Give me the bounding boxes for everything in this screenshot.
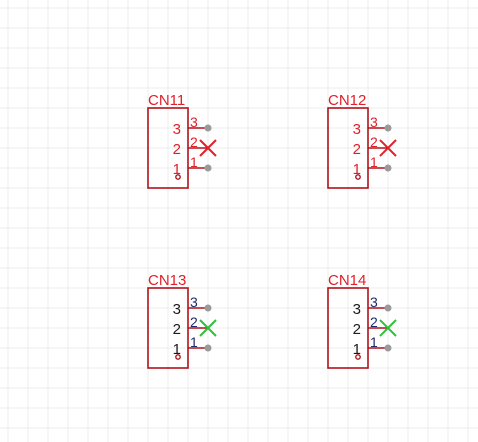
- component-ref-label: CN14: [328, 272, 366, 289]
- pin-name-3: 3: [173, 121, 181, 138]
- pin-name-3: 3: [173, 301, 181, 318]
- pin-number-1: 1: [370, 154, 378, 170]
- pin-name-1: 1: [173, 161, 181, 178]
- component-ref-label: CN11: [148, 92, 185, 109]
- pin-number-2: 2: [370, 134, 378, 150]
- pin1-marker-icon: [355, 354, 361, 360]
- pin-end-dot-icon[interactable]: [204, 304, 212, 312]
- pin-number-1: 1: [190, 334, 198, 350]
- pin-name-1: 1: [353, 161, 361, 178]
- pin-name-2: 2: [353, 141, 361, 158]
- pin-name-2: 2: [173, 321, 181, 338]
- pin-number-3: 3: [370, 294, 378, 310]
- pin-number-2: 2: [370, 314, 378, 330]
- pin-number-2: 2: [190, 314, 198, 330]
- component-ref-label: CN12: [328, 92, 366, 109]
- pin-name-2: 2: [173, 141, 181, 158]
- pin1-marker-icon: [175, 174, 181, 180]
- component-ref-label: CN13: [148, 272, 186, 289]
- pin1-marker-icon: [175, 354, 181, 360]
- pin-number-2: 2: [190, 134, 198, 150]
- pin-number-1: 1: [190, 154, 198, 170]
- pin1-marker-icon: [355, 174, 361, 180]
- pin-end-dot-icon[interactable]: [384, 304, 392, 312]
- no-connect-icon: [379, 319, 397, 337]
- pin-number-3: 3: [190, 114, 198, 130]
- no-connect-icon: [199, 319, 217, 337]
- pin-end-dot-icon[interactable]: [204, 164, 212, 172]
- pin-number-1: 1: [370, 334, 378, 350]
- pin-end-dot-icon[interactable]: [384, 344, 392, 352]
- pin-name-1: 1: [353, 341, 361, 358]
- pin-end-dot-icon[interactable]: [204, 344, 212, 352]
- pin-end-dot-icon[interactable]: [384, 124, 392, 132]
- pin-name-3: 3: [353, 301, 361, 318]
- pin-name-1: 1: [173, 341, 181, 358]
- pin-name-3: 3: [353, 121, 361, 138]
- no-connect-icon: [199, 139, 217, 157]
- pin-number-3: 3: [370, 114, 378, 130]
- no-connect-icon: [379, 139, 397, 157]
- pin-end-dot-icon[interactable]: [384, 164, 392, 172]
- pin-number-3: 3: [190, 294, 198, 310]
- pin-end-dot-icon[interactable]: [204, 124, 212, 132]
- pin-name-2: 2: [353, 321, 361, 338]
